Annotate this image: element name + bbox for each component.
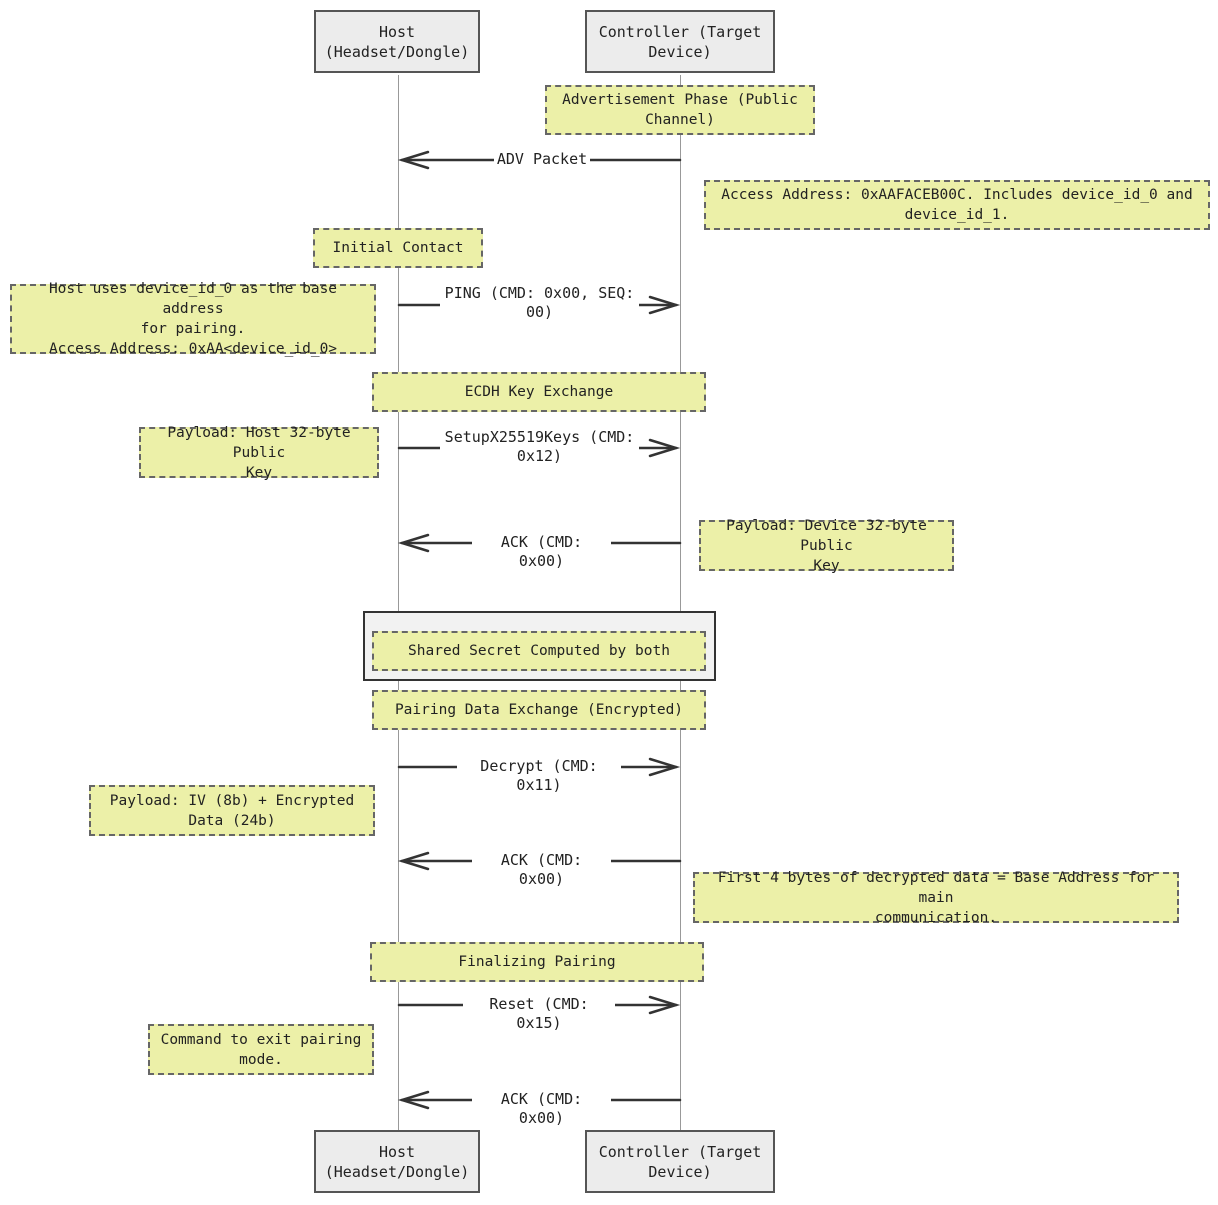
label-reset: Reset (CMD: 0x15) [463,995,615,1033]
host-participant-top[interactable]: Host (Headset/Dongle) [314,10,480,73]
note-shared-secret: Shared Secret Computed by both [372,631,706,671]
note-host-uses-device-id: Host uses device_id_0 as the base addres… [10,281,376,357]
note-initial-contact: Initial Contact [313,228,483,268]
note-finalizing-pairing: Finalizing Pairing [370,942,704,982]
note-access-address: Access Address: 0xAAFACEB00C. Includes d… [704,180,1210,230]
note-host-public-key: Payload: Host 32-byte Public Key [139,425,379,481]
label-ack-3: ACK (CMD: 0x00) [472,1090,611,1128]
label-ping: PING (CMD: 0x00, SEQ: 00) [440,284,639,322]
host-lifeline [398,75,399,1130]
host-participant-bottom[interactable]: Host (Headset/Dongle) [314,1130,480,1193]
note-ecdh-key-exchange: ECDH Key Exchange [372,372,706,412]
note-advertisement-phase: Advertisement Phase (Public Channel) [545,85,815,135]
label-ack-2: ACK (CMD: 0x00) [472,851,611,889]
controller-participant-bottom[interactable]: Controller (Target Device) [585,1130,775,1193]
label-decrypt: Decrypt (CMD: 0x11) [457,757,621,795]
label-ack-1: ACK (CMD: 0x00) [472,533,611,571]
note-iv-payload: Payload: IV (8b) + Encrypted Data (24b) [89,785,375,836]
note-exit-pairing: Command to exit pairing mode. [148,1024,374,1075]
note-pairing-data-exchange: Pairing Data Exchange (Encrypted) [372,690,706,730]
controller-participant-top[interactable]: Controller (Target Device) [585,10,775,73]
controller-lifeline [680,75,681,1130]
note-first-bytes: First 4 bytes of decrypted data = Base A… [693,870,1179,926]
label-setup-x25519: SetupX25519Keys (CMD: 0x12) [440,428,639,466]
label-adv-packet: ADV Packet [494,150,590,169]
note-device-public-key: Payload: Device 32-byte Public Key [699,518,954,574]
